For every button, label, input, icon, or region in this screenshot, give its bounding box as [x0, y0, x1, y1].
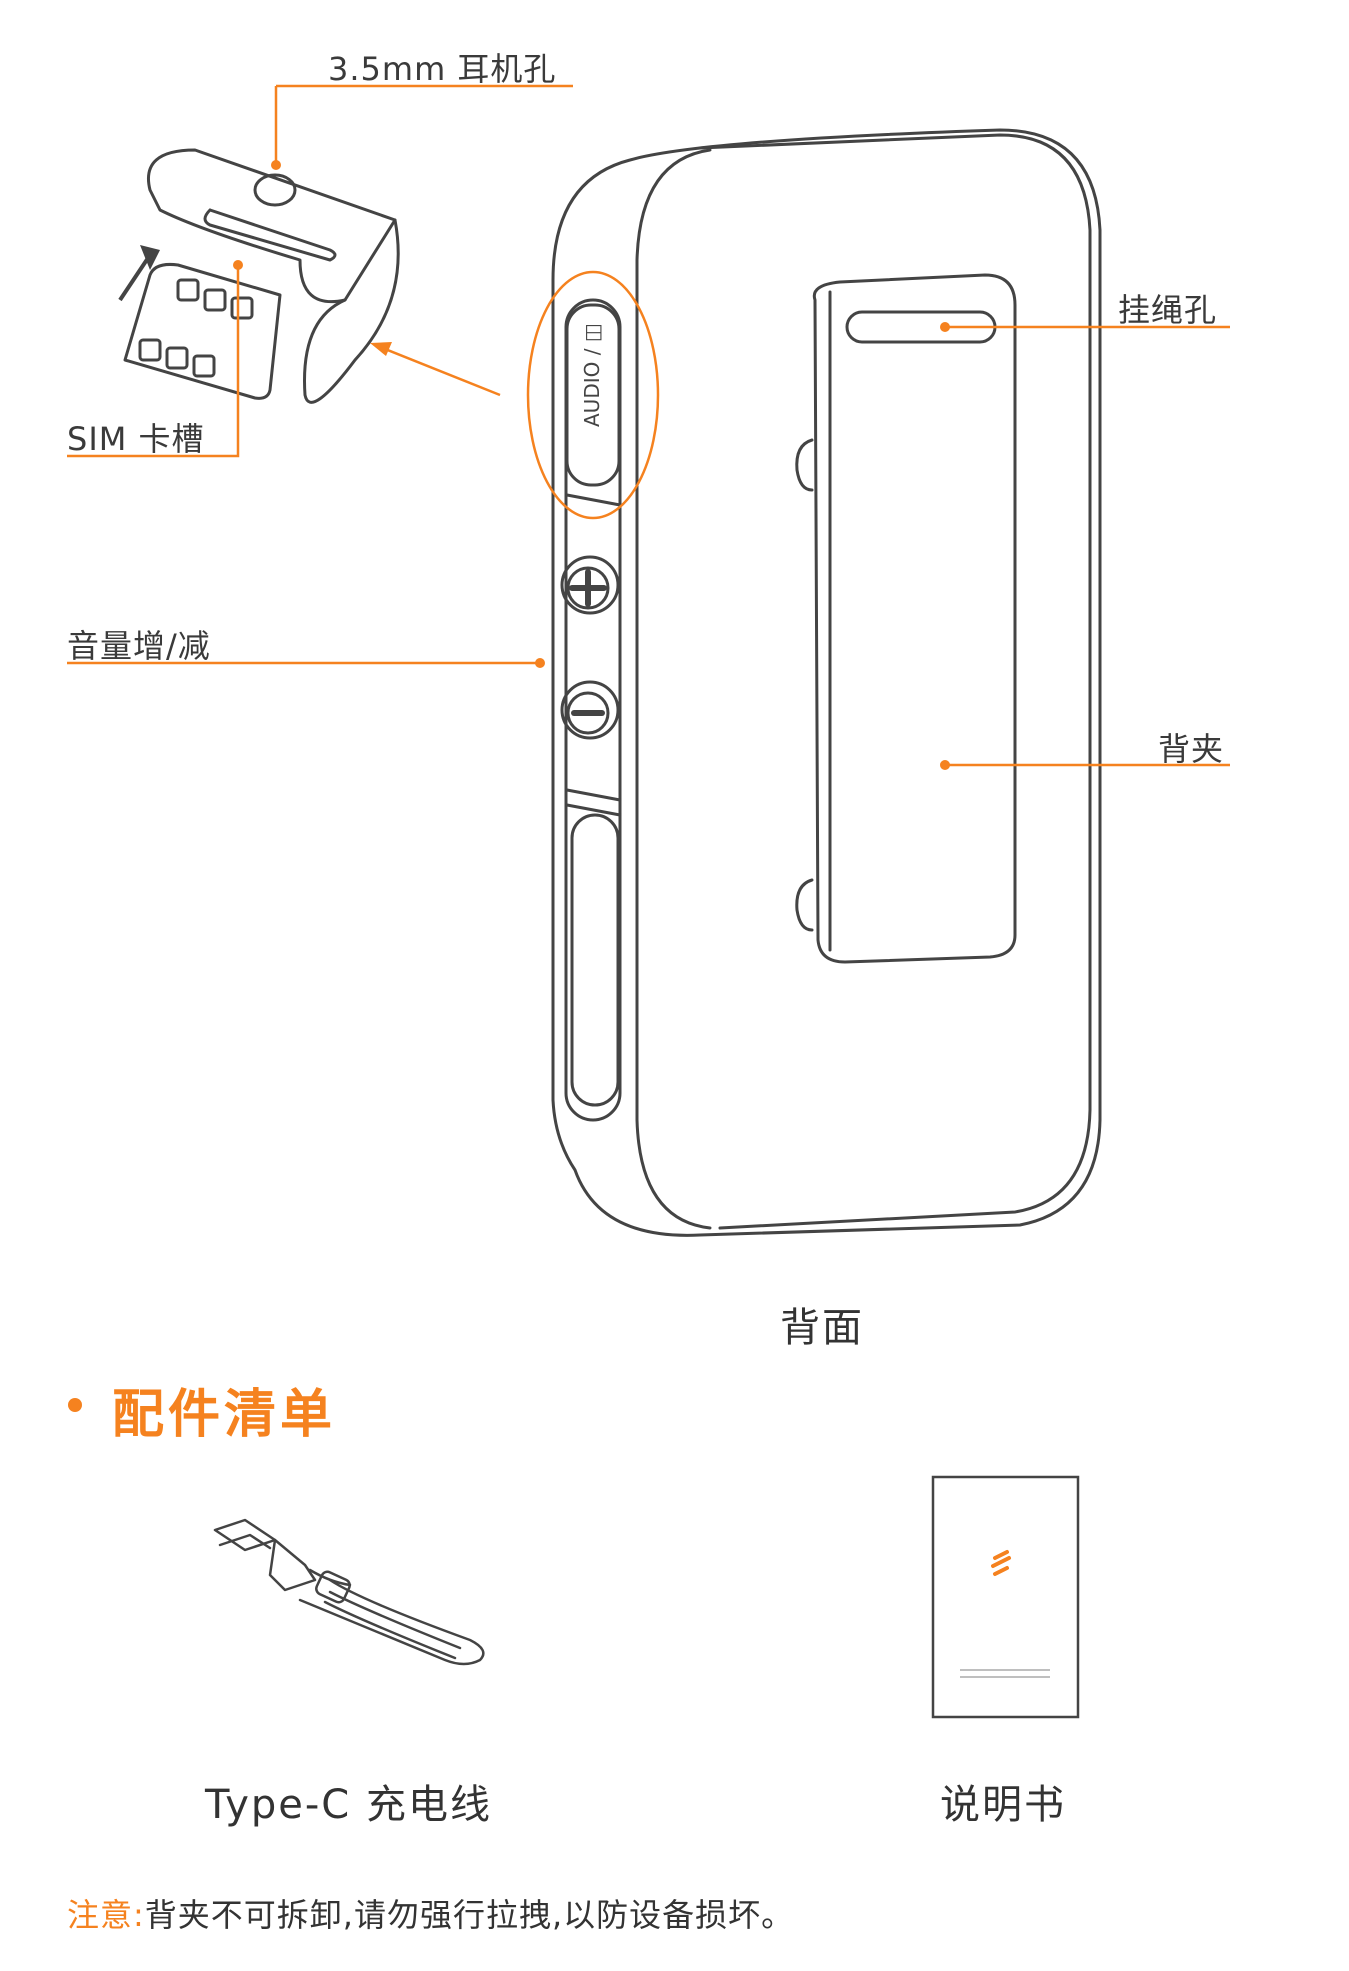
- accessory-cable-label: Type-C 充电线: [205, 1782, 492, 1828]
- sim-slot-label: SIM 卡槽: [67, 420, 205, 458]
- notice-prefix: 注意:: [67, 1896, 145, 1934]
- notice-text: 背夹不可拆卸,请勿强行拉拽,以防设备损坏。: [144, 1896, 795, 1934]
- sim-card-shape: [123, 263, 282, 400]
- headphone-jack-label: 3.5mm 耳机孔: [328, 50, 557, 88]
- notice: 注意:背夹不可拆卸,请勿强行拉拽,以防设备损坏。: [67, 1890, 794, 1936]
- volume-down-button-shape: [560, 680, 620, 740]
- accessories-title: 配件清单: [112, 1385, 337, 1445]
- device-body-outline: [551, 128, 1102, 1237]
- side-strip: [564, 298, 622, 1122]
- back-panel: [635, 148, 712, 1230]
- volume-label: 音量增/减: [67, 627, 211, 665]
- accessory-manual-label: 说明书: [940, 1782, 1066, 1828]
- back-clip-label: 背夹: [1158, 730, 1225, 768]
- audio-port-highlight: [526, 270, 660, 520]
- back-clip-shape: [812, 273, 1017, 964]
- lanyard-hole-label: 挂绳孔: [1118, 291, 1218, 329]
- view-caption: 背面: [780, 1305, 864, 1351]
- section-bullet-icon: [68, 1398, 82, 1412]
- sim-tray-shape: [147, 148, 397, 304]
- volume-up-button-shape: [560, 555, 620, 615]
- insert-arrow-icon: [118, 253, 152, 302]
